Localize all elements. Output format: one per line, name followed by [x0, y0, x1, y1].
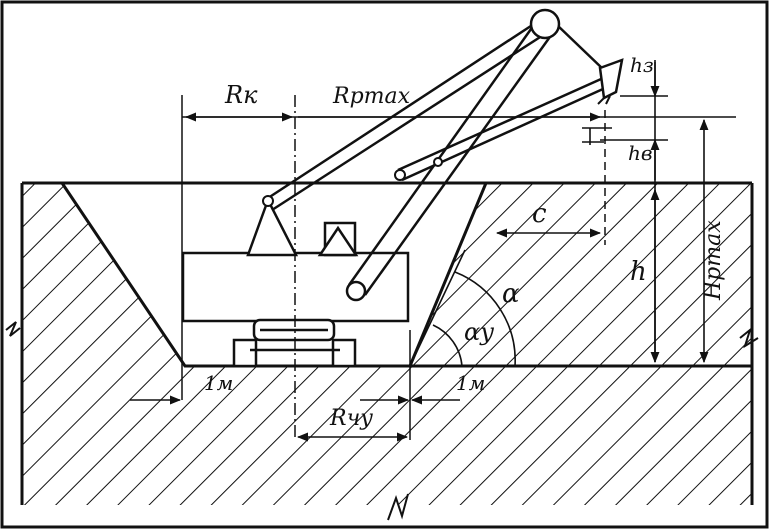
label-c: c — [532, 199, 547, 229]
label-h3: hз — [630, 53, 654, 77]
break-mark-left — [5, 321, 21, 337]
label-alpha: α — [502, 279, 520, 309]
label-one-m-left: 1м — [204, 371, 233, 395]
axes — [181, 95, 606, 440]
label-rchu: Rчу — [329, 406, 373, 431]
label-alpha-y: αy — [464, 318, 494, 346]
cab-pin — [262, 195, 274, 207]
label-hb: hв — [628, 141, 653, 165]
dimension-lines — [130, 60, 736, 442]
stick-end — [394, 169, 406, 181]
stick-pin — [433, 157, 443, 167]
label-h: h — [630, 257, 647, 287]
label-rk: Rк — [224, 81, 258, 109]
break-mark-bottom — [387, 493, 409, 521]
bucket-teeth — [597, 95, 611, 105]
label-rpmax: Rpmax — [332, 84, 411, 109]
label-hpmax: Hpmax — [701, 220, 726, 301]
bucket — [598, 58, 624, 100]
soil-left — [22, 183, 752, 505]
break-mark-right — [739, 327, 759, 349]
boom-head-pulley — [529, 8, 561, 40]
angle-arcs — [409, 249, 520, 367]
label-one-m-right: 1м — [456, 371, 485, 395]
boom-foot-pin — [345, 280, 367, 302]
